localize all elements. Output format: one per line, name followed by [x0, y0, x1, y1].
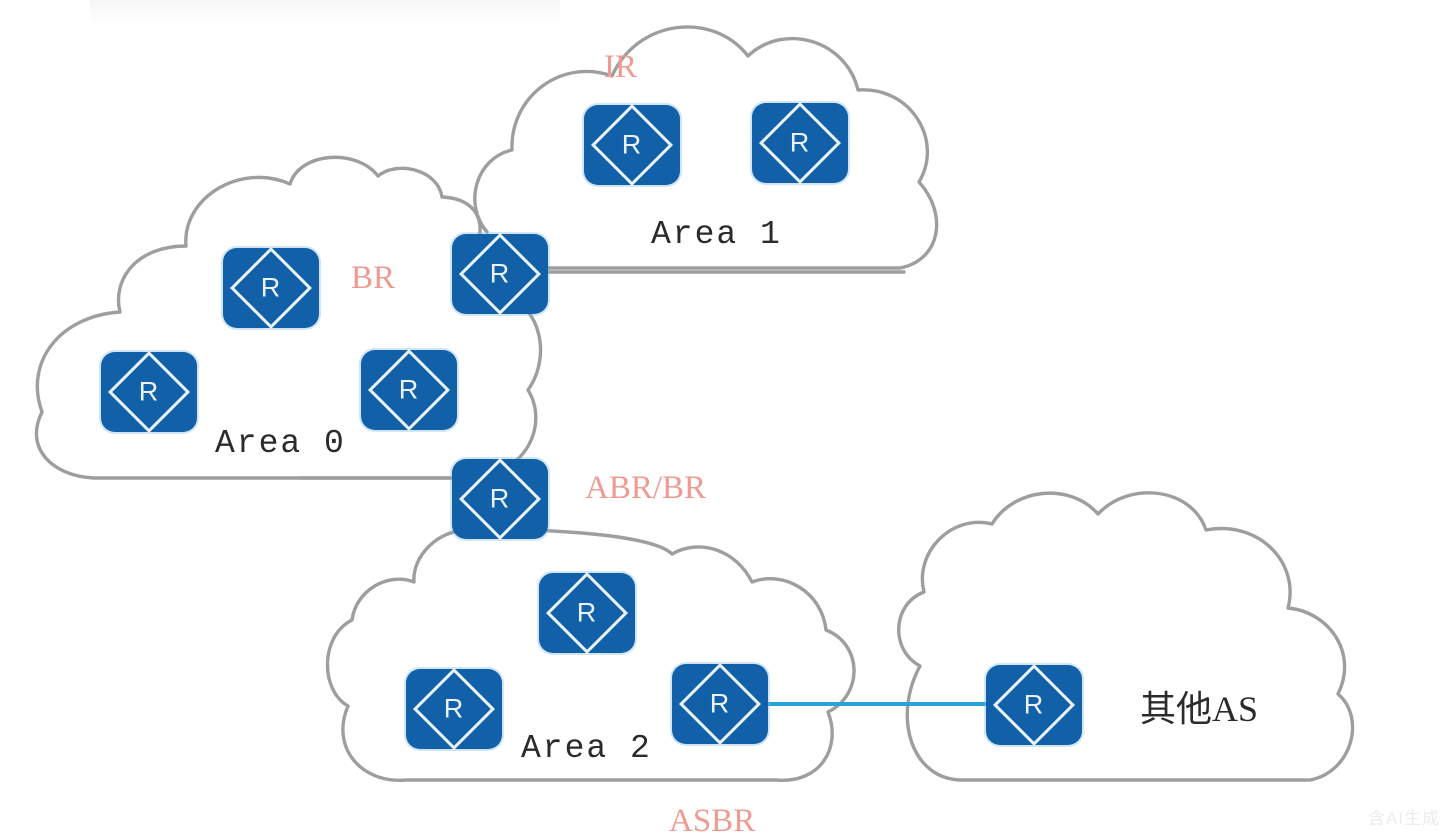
router-glyph: R: [790, 127, 810, 158]
watermark-text: 含AI生成: [1367, 809, 1440, 828]
router-glyph: R: [444, 693, 464, 724]
router-glyph: R: [710, 688, 730, 719]
router-icon: R: [752, 101, 848, 185]
role-label-br: BR: [351, 260, 396, 296]
router-diamond-icon: R: [758, 101, 842, 185]
router-icon: R: [452, 232, 548, 316]
router-diamond-icon: R: [458, 232, 542, 316]
cloud-other-as: [897, 491, 1355, 782]
router-glyph: R: [490, 483, 510, 514]
router-glyph: R: [399, 374, 419, 405]
router-glyph: R: [261, 272, 281, 303]
router-glyph: R: [490, 258, 510, 289]
router-area0-internal-3[interactable]: R: [361, 348, 457, 432]
router-area1-internal-1[interactable]: R: [584, 103, 680, 187]
router-diamond-icon: R: [678, 662, 762, 746]
router-asbr[interactable]: R: [672, 662, 768, 746]
role-label-abr-br: ABR/BR: [585, 470, 707, 506]
role-label-asbr: ASBR: [669, 803, 756, 835]
router-icon: R: [986, 663, 1082, 747]
router-area0-internal-1[interactable]: R: [223, 246, 319, 330]
router-diamond-icon: R: [412, 667, 496, 751]
router-icon: R: [672, 662, 768, 746]
router-icon: R: [223, 246, 319, 330]
router-diamond-icon: R: [590, 103, 674, 187]
router-diamond-icon: R: [229, 246, 313, 330]
router-diamond-icon: R: [545, 571, 629, 655]
router-glyph: R: [622, 129, 642, 160]
router-glyph: R: [1024, 689, 1044, 720]
router-icon: R: [101, 350, 197, 434]
router-other-as[interactable]: R: [986, 663, 1082, 747]
router-icon: R: [584, 103, 680, 187]
router-glyph: R: [139, 376, 159, 407]
router-diamond-icon: R: [992, 663, 1076, 747]
router-diamond-icon: R: [458, 457, 542, 541]
router-br[interactable]: R: [452, 232, 548, 316]
router-area0-internal-2[interactable]: R: [101, 350, 197, 434]
router-icon: R: [539, 571, 635, 655]
role-label-ir: IR: [604, 49, 637, 85]
router-area1-internal-2[interactable]: R: [752, 101, 848, 185]
router-icon: R: [406, 667, 502, 751]
area-label-other-as: 其他AS: [1140, 689, 1259, 729]
router-area2-internal-1[interactable]: R: [539, 571, 635, 655]
router-diamond-icon: R: [367, 348, 451, 432]
router-abr-br[interactable]: R: [452, 457, 548, 541]
router-icon: R: [452, 457, 548, 541]
cloud-area-1: [460, 25, 939, 270]
area-label-area-0: Area 0: [215, 425, 346, 462]
area-label-area-2: Area 2: [521, 730, 652, 767]
router-glyph: R: [577, 597, 597, 628]
area-label-area-1: Area 1: [651, 216, 782, 253]
router-icon: R: [361, 348, 457, 432]
router-area2-internal-2[interactable]: R: [406, 667, 502, 751]
router-diamond-icon: R: [107, 350, 191, 434]
